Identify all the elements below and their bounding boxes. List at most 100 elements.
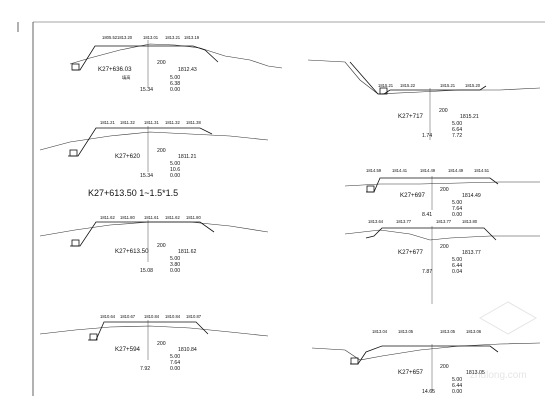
design-line: [70, 221, 215, 247]
watermark: zhulong.com: [470, 301, 538, 381]
ground-line: [311, 342, 541, 361]
cross-section-7: 1813.64 1813.77 1813.77 1813.80 K27+677 …: [344, 219, 540, 304]
section-elevation: 1814.49: [462, 193, 481, 199]
top-labels-7: 1813.64 1813.77 1813.77 1813.80: [368, 219, 478, 224]
drawing-header: K27+613.50 1~1.5*1.5: [88, 188, 178, 198]
value-1: 5.00: [452, 377, 462, 383]
top-label: 1805.52: [102, 35, 118, 40]
section-elevation: 1812.43: [178, 67, 197, 73]
ground-line: [39, 221, 269, 237]
top-labels-5: 1815.21 1815.22 1815.21 1815.20: [378, 83, 481, 88]
value-3: 15.34: [140, 87, 153, 93]
section-scale: 200: [440, 364, 449, 370]
value-3: 7.87: [422, 269, 432, 275]
value-1: 5.00: [452, 257, 462, 263]
top-label: 1811.62: [165, 215, 180, 220]
ground-line: [307, 59, 541, 95]
section-station: K27+657: [398, 369, 424, 376]
top-label: 1814.59: [366, 168, 382, 173]
section-station: K27+677: [398, 249, 424, 256]
top-labels-6: 1814.59 1814.41 1814.49 1814.49 1814.51: [366, 168, 490, 173]
section-scale: 200: [157, 341, 166, 347]
top-labels-8: 1813.04 1813.05 1813.05 1813.06: [372, 329, 482, 334]
value-4: 0.00: [170, 173, 180, 179]
ditch-symbol: [366, 185, 375, 193]
value-label: 填高: [122, 74, 130, 81]
section-station: K27+620: [115, 153, 141, 160]
cross-section-2: 1811.21 1811.32 1811.31 1811.32 1811.38 …: [39, 120, 269, 179]
top-labels-2: 1811.21 1811.32 1811.31 1811.32 1811.38: [100, 120, 201, 125]
value-4: 7.72: [452, 133, 462, 139]
cross-section-6: 1814.59 1814.41 1814.49 1814.49 1814.51 …: [344, 168, 540, 218]
ditch-symbol: [71, 239, 80, 247]
value-4: 0.00: [170, 87, 180, 93]
ground-line: [39, 131, 269, 151]
top-labels-3: 1811.62 1811.80 1811.61 1811.62 1811.80: [100, 215, 201, 220]
value-3: 1.74: [422, 133, 432, 139]
value-3: 15.08: [140, 268, 153, 274]
value-4: 0.00: [170, 366, 180, 372]
top-label: 1814.49: [420, 168, 436, 173]
value-4: 0.00: [170, 268, 180, 274]
top-label: 1811.80: [186, 215, 201, 220]
top-label: 1814.41: [392, 168, 408, 173]
design-line: [350, 345, 499, 365]
top-label: 1814.49: [448, 168, 464, 173]
top-label: 1811.80: [120, 215, 135, 220]
ground-line: [344, 181, 540, 187]
section-elevation: 1810.84: [178, 347, 197, 353]
top-label: 1815.21: [440, 83, 456, 88]
watermark-text: zhulong.com: [470, 370, 527, 381]
design-line: [365, 227, 497, 241]
top-labels-1: 1805.52 1813.20 1813.01 1813.21 1813.19: [102, 35, 200, 40]
section-elevation: 1815.21: [460, 114, 479, 120]
section-station: K27+717: [398, 113, 424, 120]
value-2: 3.80: [170, 262, 180, 268]
top-label: 1813.64: [368, 219, 384, 224]
ditch-symbol: [350, 357, 359, 365]
value-1: 5.00: [170, 354, 180, 360]
top-label: 1811.32: [120, 120, 135, 125]
value-3: 15.34: [140, 173, 153, 179]
value-4: 0.00: [452, 389, 462, 395]
cross-section-4: 1810.64 1810.67 1810.84 1810.84 1810.87 …: [39, 314, 269, 372]
section-station: K27+697: [400, 192, 426, 199]
value-2: 7.64: [170, 360, 180, 366]
ditch-symbol: [379, 87, 388, 95]
ground-line: [39, 325, 269, 337]
top-label: 1813.77: [436, 219, 452, 224]
value-2: 6.38: [170, 81, 180, 87]
top-label: 1813.80: [462, 219, 478, 224]
section-scale: 200: [157, 148, 166, 154]
top-label: 1810.67: [120, 314, 136, 319]
top-label: 1813.19: [184, 35, 200, 40]
design-line: [349, 61, 487, 95]
top-label: 1810.64: [100, 314, 116, 319]
top-label: 1810.87: [186, 314, 202, 319]
value-3: 8.41: [422, 212, 432, 218]
section-station: K27+613.50: [115, 248, 149, 255]
top-label: 1814.51: [474, 168, 490, 173]
ditch-symbol: [69, 149, 78, 157]
cross-section-5: 1815.21 1815.22 1815.21 1815.20 K27+717 …: [307, 59, 541, 140]
top-label: 1813.21: [165, 35, 181, 40]
ground-line: [344, 229, 540, 241]
top-label: 1815.21: [378, 83, 394, 88]
value-1: 5.00: [170, 256, 180, 262]
top-label: 1815.22: [400, 83, 416, 88]
value-1: 5.00: [170, 75, 180, 81]
section-station: K27+594: [115, 346, 141, 353]
section-station: K27+636.03: [98, 66, 132, 73]
cross-section-3: 1811.62 1811.80 1811.61 1811.62 1811.80 …: [39, 215, 269, 274]
top-label: 1813.05: [440, 329, 456, 334]
top-label: 1813.05: [398, 329, 414, 334]
value-2: 6.44: [452, 263, 462, 269]
cross-section-8: 1813.04 1813.05 1813.05 1813.06 K27+657 …: [311, 329, 541, 395]
value-2: 6.44: [452, 383, 462, 389]
value-3: 7.92: [140, 366, 150, 372]
section-elevation: 1813.05: [466, 370, 485, 376]
value-2: 7.64: [452, 206, 462, 212]
top-label: 1813.04: [372, 329, 388, 334]
top-label: 1811.31: [144, 120, 159, 125]
top-labels-4: 1810.64 1810.67 1810.84 1810.84 1810.87: [100, 314, 202, 319]
